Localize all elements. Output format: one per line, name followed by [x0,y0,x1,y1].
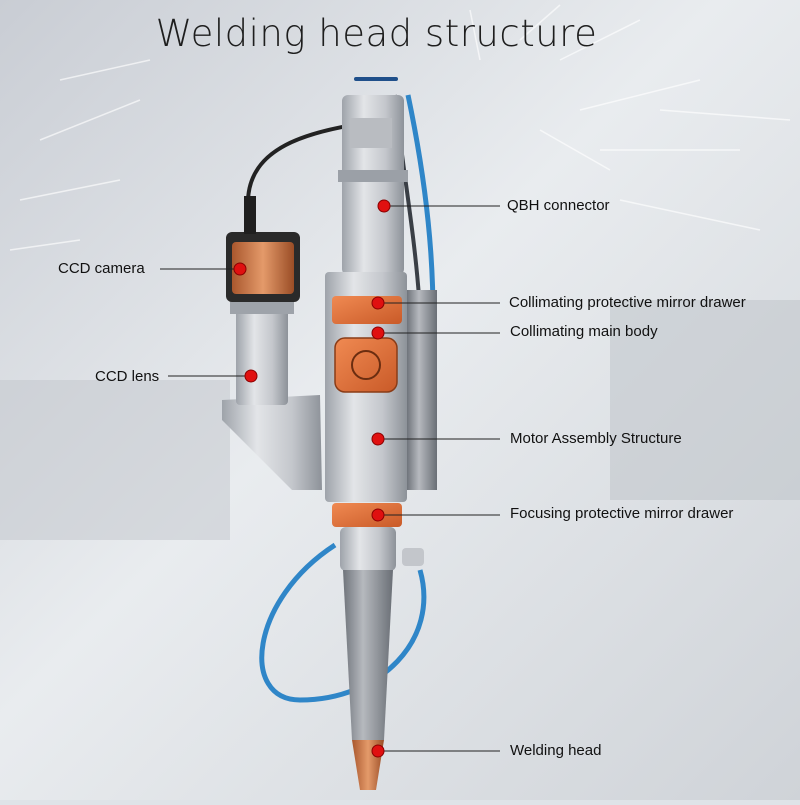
ccd-camera-housing [232,242,294,294]
collimating-drawer-plate [332,296,402,324]
background-machine-block [610,300,800,500]
nozzle-collar [340,527,396,571]
cooling-hose-loop [259,542,427,703]
marker-welding-head [371,744,385,758]
label-qbh-connector: QBH connector [507,197,610,214]
ccd-lens-barrel [236,305,288,405]
qbh-sleeve [350,118,392,148]
label-ccd-camera: CCD camera [58,260,145,277]
marker-collimating-drawer [371,296,385,310]
title-underline-bar [354,77,398,81]
ccd-lens-ring [230,300,294,314]
label-motor-assembly: Motor Assembly Structure [510,430,682,447]
marker-qbh-connector [377,199,391,213]
focusing-drawer-plate [332,503,402,527]
qbh-ring [338,170,408,182]
motor-cap [334,337,398,393]
ccd-connector [244,196,256,234]
background-panel [0,380,230,540]
label-focusing-drawer: Focusing protective mirror drawer [510,505,734,522]
label-collimating-drawer: Collimating protective mirror drawer [509,294,746,311]
motor-cap-emblem [351,350,381,380]
label-ccd-lens: CCD lens [95,368,160,385]
nozzle-shaft [343,570,393,740]
marker-collimating-body [371,326,385,340]
callout-markers [233,199,391,758]
spark-streaks [9,4,791,251]
marker-ccd-lens [244,369,258,383]
marker-motor-assembly [371,432,385,446]
side-bracket [407,290,437,490]
ccd-bracket [222,395,322,490]
label-collimating-body: Collimating main body [510,323,658,340]
marker-focusing-drawer [371,508,385,522]
leader-lines [160,205,500,752]
label-welding-head: Welding head [510,742,602,759]
gas-fitting [402,548,424,566]
marker-ccd-camera [233,262,247,276]
page-title: Welding head structure [155,12,598,55]
